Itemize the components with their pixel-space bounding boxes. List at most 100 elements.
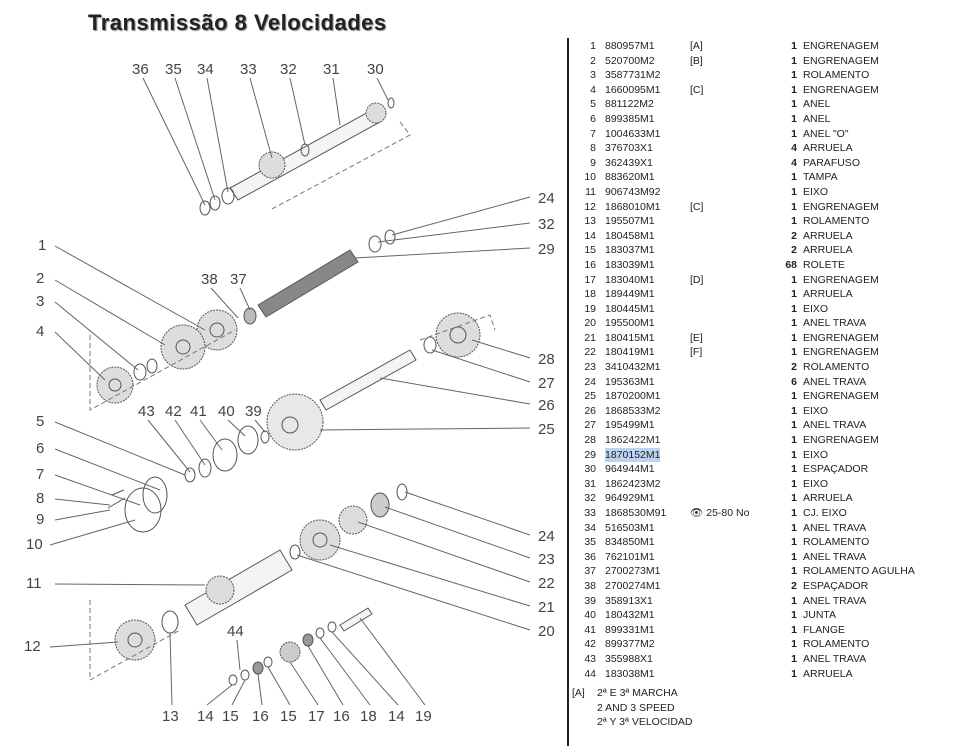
description: ENGRENAGEM — [803, 331, 879, 344]
description: ARRUELA — [803, 492, 853, 505]
callout: 29 — [538, 241, 555, 258]
item-number: 44 — [584, 667, 596, 680]
page-title: Transmissão 8 Velocidades — [88, 10, 387, 35]
description: ANEL "O" — [803, 127, 849, 140]
quantity: 1 — [791, 667, 797, 680]
callout: 38 — [201, 271, 218, 288]
callout: 31 — [323, 61, 340, 78]
quantity: 1 — [791, 317, 797, 330]
gear-1 — [196, 309, 238, 351]
description: ROLAMENTO — [803, 215, 870, 228]
callout: 24 — [538, 528, 555, 545]
item-number: 16 — [584, 258, 596, 271]
description: ENGRENAGEM — [803, 200, 879, 213]
quantity: 1 — [791, 536, 797, 549]
description: ESPAÇADOR — [803, 579, 869, 592]
description: ENGRENAGEM — [803, 83, 879, 96]
item-number: 43 — [584, 652, 596, 665]
quantity: 1 — [791, 302, 797, 315]
part-number: 195507M1 — [605, 215, 655, 228]
callout: 21 — [538, 599, 555, 616]
description: ANEL TRAVA — [803, 419, 867, 432]
description: ROLAMENTO — [803, 69, 870, 82]
callout: 44 — [227, 623, 244, 640]
description: ANEL TRAVA — [803, 375, 867, 388]
item-number: 29 — [584, 448, 596, 461]
item-number: 35 — [584, 536, 596, 549]
description: PARAFUSO — [803, 156, 860, 169]
callout: 17 — [308, 708, 325, 725]
quantity: 1 — [791, 404, 797, 417]
item-number: 4 — [590, 83, 596, 96]
description: ENGRENAGEM — [803, 390, 879, 403]
divider — [567, 38, 569, 746]
quantity: 1 — [791, 609, 797, 622]
part-number: 834850M1 — [605, 536, 655, 549]
item-number: 7 — [590, 127, 596, 140]
part-note: [E] — [690, 331, 703, 344]
part-number: 516503M1 — [605, 521, 655, 534]
quantity: 1 — [791, 550, 797, 563]
quantity: 1 — [791, 565, 797, 578]
callout: 33 — [240, 61, 257, 78]
quantity: 1 — [791, 127, 797, 140]
item-number: 18 — [584, 288, 596, 301]
description: ANEL TRAVA — [803, 652, 867, 665]
part-number: 3410432M1 — [605, 361, 661, 374]
part-number: 906743M92 — [605, 185, 661, 198]
footnote-line: 2ª E 3ª MARCHA — [597, 687, 678, 699]
item-number: 17 — [584, 273, 596, 286]
quantity: 2 — [791, 244, 797, 257]
quantity: 1 — [791, 98, 797, 111]
item-number: 32 — [584, 492, 596, 505]
callout: 30 — [367, 61, 384, 78]
part-number: 1868533M2 — [605, 404, 661, 417]
footnote-line: 2 AND 3 SPEED — [597, 701, 675, 714]
callout: 4 — [36, 323, 44, 340]
part-note: 👁 25-80 No — [690, 507, 750, 519]
item-number: 26 — [584, 404, 596, 417]
quantity: 1 — [791, 463, 797, 476]
part-number: 183040M1 — [605, 273, 655, 286]
quantity: 1 — [791, 346, 797, 359]
description: ENGRENAGEM — [803, 346, 879, 359]
quantity: 2 — [791, 361, 797, 374]
description: ARRUELA — [803, 244, 853, 257]
shaft-26 — [319, 312, 481, 411]
part-number: 880957M1 — [605, 40, 655, 52]
callout: 11 — [26, 575, 42, 592]
callout: 10 — [26, 536, 43, 553]
part-number: 180419M1 — [605, 346, 655, 359]
description: ENGRENAGEM — [803, 273, 879, 286]
callout: 28 — [538, 351, 555, 368]
shaft-31 — [229, 102, 387, 201]
item-number: 13 — [584, 215, 596, 228]
rings-top — [199, 97, 395, 216]
item-number: 9 — [590, 156, 596, 169]
item-number: 8 — [590, 142, 596, 155]
cover-10 — [107, 425, 270, 533]
part-number: 362439X1 — [605, 156, 653, 169]
callout: 43 — [138, 403, 155, 420]
quantity: 1 — [791, 623, 797, 636]
quantity: 1 — [791, 40, 797, 52]
callout: 36 — [132, 61, 149, 78]
description: ARRUELA — [803, 667, 853, 680]
